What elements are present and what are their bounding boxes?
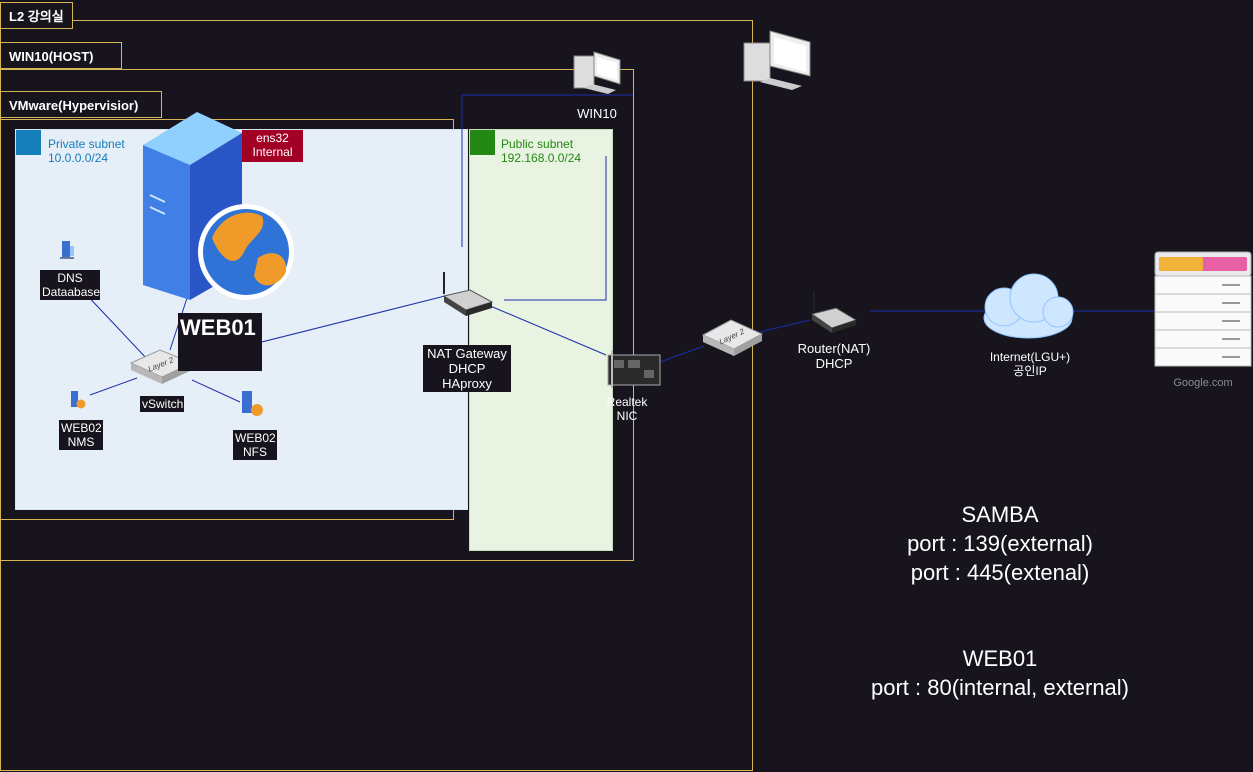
public-subnet-lock-icon — [470, 130, 495, 155]
web01-port-note: WEB01 port : 80(internal, external) — [870, 646, 1130, 700]
web01-server-icon — [143, 112, 294, 300]
internet-cloud-icon — [983, 273, 1074, 339]
l2-switch-icon: Layer 2 — [701, 319, 764, 356]
web01-label: WEB01 — [178, 313, 262, 371]
google-server-icon — [1154, 251, 1252, 367]
win10-label: WIN10 — [572, 106, 622, 122]
win10-computer-icon — [573, 51, 621, 94]
link-nat-realtek — [487, 304, 607, 356]
link-nms-vswitch — [89, 377, 138, 396]
win10-host-label: WIN10(HOST) — [0, 42, 122, 69]
private-subnet-name: Private subnet — [48, 137, 125, 151]
desktop-computer-icon — [743, 30, 811, 90]
samba-note: SAMBA port : 139(external) port : 445(ex… — [907, 502, 1093, 585]
dns-computer-icon — [60, 241, 74, 259]
ens32-label: ens32 Internal — [252, 131, 293, 159]
link-nat-win10 — [461, 94, 633, 247]
link-l2-router — [759, 319, 811, 333]
link-dns-vswitch — [81, 289, 149, 361]
l2-room-label: L2 강의실 — [0, 2, 73, 29]
private-subnet-lock-icon — [16, 130, 41, 155]
router-nat-icon — [810, 292, 858, 333]
vmware-label: VMware(Hypervisior) — [0, 91, 162, 118]
public-subnet — [469, 129, 613, 551]
vswitch-label: vSwitch — [140, 396, 184, 412]
ens32-tag-bg — [242, 130, 303, 162]
realtek-nic-label: Realtek NIC — [606, 395, 648, 423]
link-nat-public — [504, 156, 607, 301]
internet-label: Internet(LGU+) 공인IP — [989, 350, 1071, 378]
router-nat-label: Router(NAT) DHCP — [797, 341, 871, 371]
nat-gateway-label: NAT Gateway DHCP HAproxy — [423, 345, 511, 392]
realtek-nic-icon — [607, 350, 661, 388]
private-subnet-cidr: 10.0.0.0/24 — [48, 151, 109, 165]
dns-label: DNS Dataabase — [40, 270, 101, 300]
link-realtek-l2 — [659, 345, 705, 363]
link-nfs-vswitch — [191, 379, 241, 403]
web02-nms-label: WEB02 NMS — [59, 420, 103, 450]
web02-nms-icon — [71, 391, 86, 409]
web02-nfs-icon — [242, 391, 263, 416]
nat-gateway-router-icon — [442, 272, 494, 316]
public-subnet-name: Public subnet — [501, 137, 574, 151]
web02-nfs-label: WEB02 NFS — [233, 430, 277, 460]
google-label: Google.com — [1173, 377, 1233, 389]
public-subnet-cidr: 192.168.0.0/24 — [501, 151, 582, 165]
